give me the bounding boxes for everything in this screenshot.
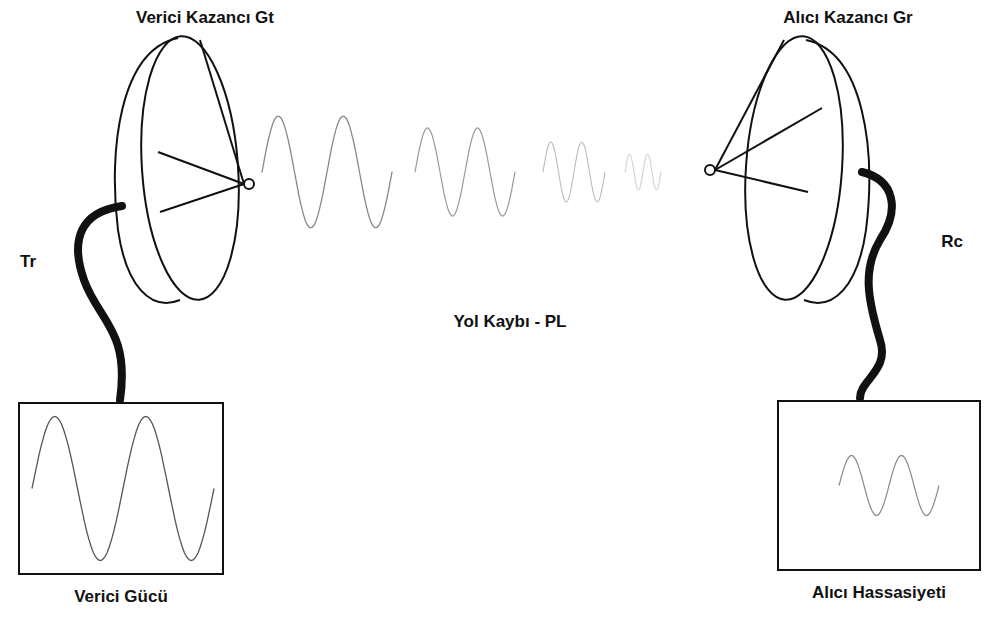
cable <box>78 206 122 400</box>
signal-waveform <box>20 404 222 573</box>
dish-back <box>115 38 180 303</box>
box-caption: Alıcı Hassasiyeti <box>812 583 946 603</box>
signal-waveform <box>779 402 979 569</box>
antenna-gain-label: Alıcı Kazancı Gr <box>783 8 912 28</box>
radio-wave <box>625 154 661 190</box>
path-loss-label: Yol Kaybı - PL <box>453 312 566 332</box>
cable <box>860 172 892 398</box>
dish-rim <box>133 33 247 303</box>
device-box: Verici Gücü <box>18 402 224 575</box>
cable-label: Rc <box>941 232 963 252</box>
device-box: Alıcı Hassasiyeti <box>777 400 981 571</box>
cable-label: Tr <box>20 252 36 272</box>
antenna-gain-label: Verici Kazancı Gt <box>136 8 274 28</box>
radio-wave <box>262 116 392 227</box>
dish-rim <box>737 33 851 303</box>
box-caption: Verici Gücü <box>74 587 168 607</box>
radio-wave <box>543 142 605 202</box>
radio-wave <box>415 128 515 216</box>
